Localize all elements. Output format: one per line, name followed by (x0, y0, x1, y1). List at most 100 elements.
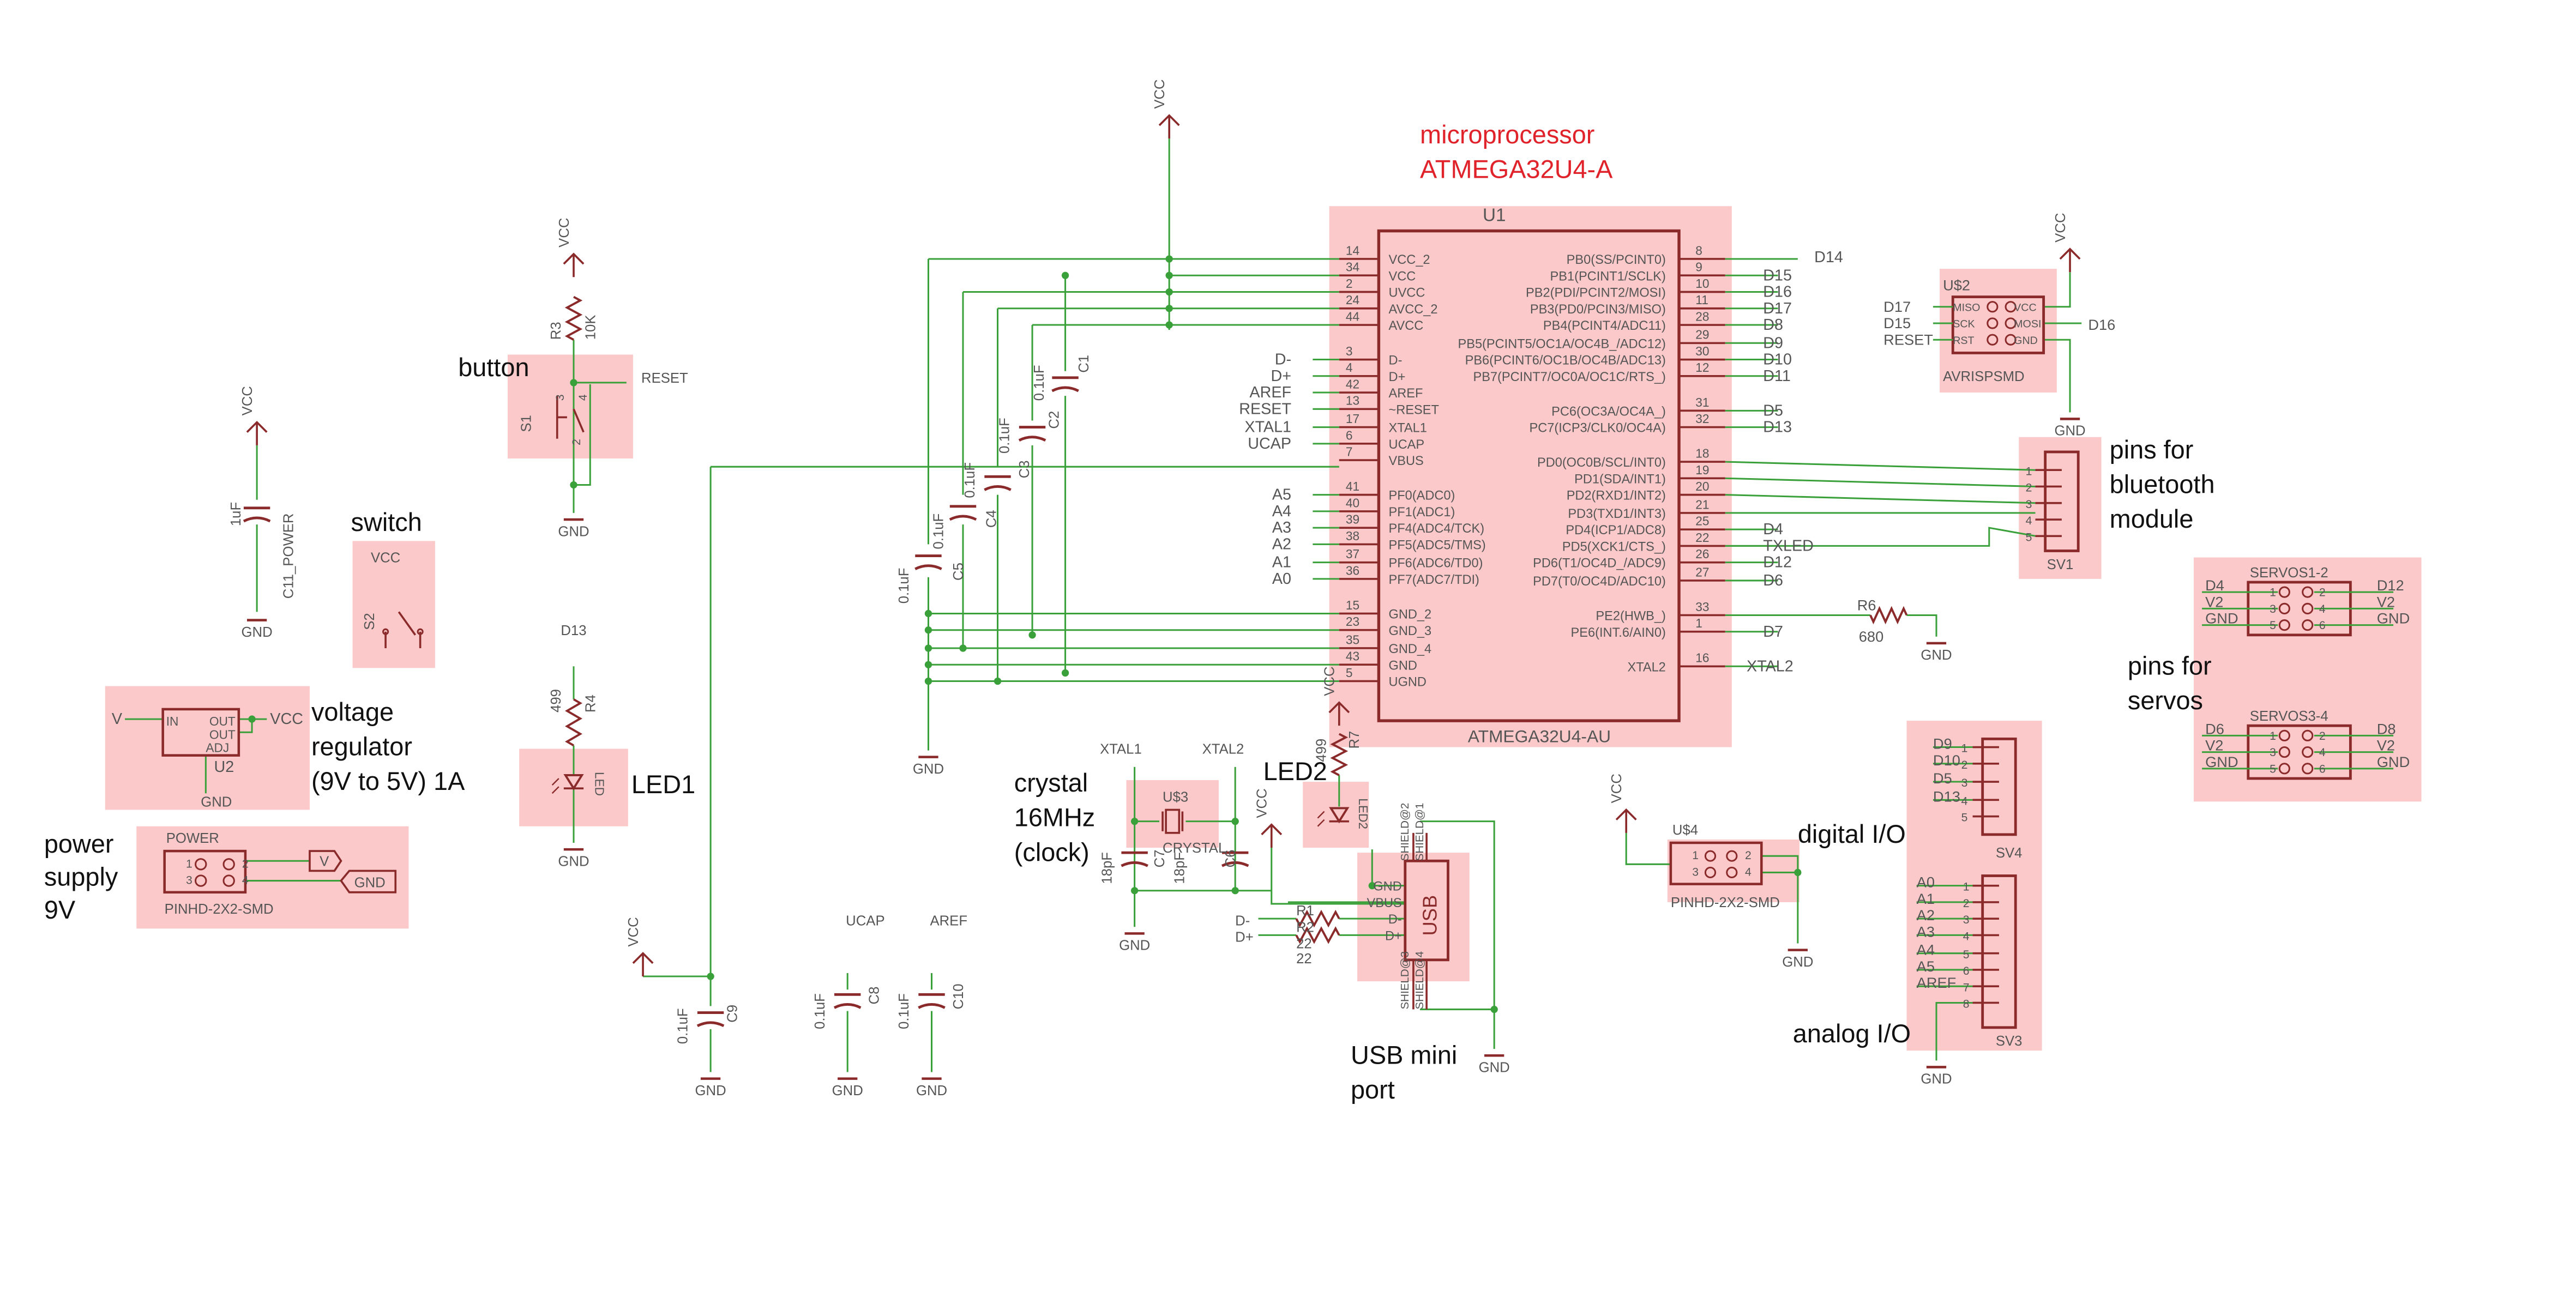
gnd-c8: GND (832, 1083, 863, 1098)
mcu-pin-name: PB4(PCINT4/ADC11) (1543, 318, 1666, 333)
sv3-label: SV3 (1996, 1034, 2023, 1049)
pin-circle (1704, 850, 1717, 862)
wires (125, 138, 2082, 1072)
vcc-label: VCC (1152, 79, 1167, 108)
c6-label: C6 (1223, 850, 1238, 868)
r6-value: 680 (1859, 628, 1883, 645)
pin-circle (1987, 301, 1999, 313)
mcu-pin-number: 39 (1346, 512, 1359, 527)
led1-symbol-label: LED (592, 772, 606, 796)
highlight-power-connector (136, 826, 409, 929)
sv3-pin-number: 5 (1963, 949, 1970, 961)
highlight-bluetooth-header (2019, 437, 2102, 579)
mcu-net-label: A0 (1272, 570, 1291, 588)
vcc-label: VCC (1322, 666, 1338, 696)
junction-dot (1165, 271, 1173, 279)
usb-shield-label: SHIELD@4 (1413, 951, 1426, 1010)
annotation-mcu-title: microprocessor (1420, 120, 1594, 149)
button-pin-label: 2 (570, 439, 583, 445)
c3-label: C3 (1017, 461, 1032, 479)
mcu-net-label: A4 (1272, 503, 1291, 520)
r3-label: R3 (549, 322, 564, 340)
mcu-pin-name: AVCC (1389, 318, 1424, 333)
c6-plate-bottom (1221, 861, 1249, 867)
usb-pin-name: GND (1373, 879, 1401, 893)
sv3-net-label: A1 (1917, 890, 1935, 907)
mcu-pin-name: PD5(XCK1/CTS_) (1562, 539, 1666, 553)
highlight-switch (352, 541, 435, 668)
servos34-net-label: V2 (2205, 737, 2223, 754)
mcu-pin-number: 23 (1346, 614, 1359, 629)
pin-circle (195, 858, 207, 871)
junction-dot (1165, 255, 1173, 263)
mcu-pin-name: GND_4 (1389, 642, 1432, 656)
pin-circle (2302, 586, 2314, 598)
c2-plate-bottom (1018, 436, 1046, 442)
sv3-pin-number: 6 (1963, 965, 1970, 977)
mcu-net-label: D14 (1814, 249, 1843, 266)
sv3-pin-number: 2 (1963, 897, 1970, 910)
labels: U1ATMEGA32U4-AU14VCC_234VCC2UVCC24AVCC_2… (112, 79, 2410, 1098)
r1-label: R1 (1296, 903, 1314, 919)
mcu-net-label: XTAL1 (1244, 419, 1291, 436)
sv1-label: SV1 (2047, 557, 2074, 572)
servos12-pin-number: 5 (2270, 619, 2276, 632)
mcu-pin-number: 42 (1346, 377, 1359, 391)
highlight-regions (105, 206, 2422, 1051)
pin-circle (222, 858, 235, 871)
mcu-pin-name: PB0(SS/PCINT0) (1567, 252, 1666, 267)
u4-pin-number: 4 (1745, 866, 1752, 878)
v-port-icon (309, 850, 342, 872)
wire (2043, 272, 2071, 308)
servos12-net-label: D12 (2377, 577, 2404, 594)
c11-value: 1uF (228, 502, 244, 526)
vcc-label: VCC (240, 386, 255, 415)
mcu-pin-number: 32 (1695, 412, 1709, 426)
mcu-pin-number: 29 (1695, 328, 1709, 342)
mcu-pin-name: PF5(ADC5/TMS) (1389, 538, 1486, 552)
mcu-pin-name: PD3(TXD1/INT3) (1568, 506, 1665, 521)
junction-dot (959, 644, 967, 652)
pin-circle (1987, 317, 1999, 329)
highlight-voltage-regulator (105, 686, 310, 810)
mcu-pin-number: 11 (1695, 293, 1708, 307)
mcu-net-label: UCAP (1248, 435, 1291, 452)
sv3-pin-number: 4 (1963, 930, 1970, 943)
annotation-text: supply (44, 863, 118, 891)
sv3-net-label: A5 (1917, 958, 1935, 975)
sv1-body (2044, 450, 2080, 552)
sv4-pin-number: 3 (1961, 777, 1968, 789)
wire (1725, 477, 2036, 488)
usb-pin-name: D- (1388, 912, 1402, 926)
u3-label: U$3 (1163, 789, 1188, 805)
u4-pin-number: 2 (1745, 849, 1752, 862)
junction-dot (924, 677, 932, 685)
sv1-pin-number: 5 (2026, 531, 2032, 544)
mcu-net-label: AREF (1249, 384, 1291, 401)
wire (1935, 1001, 1973, 1061)
c8-label: C8 (867, 987, 882, 1005)
mcu-pin-name: PD0(OC0B/SCL/INT0) (1537, 455, 1666, 469)
r3-resistor (564, 295, 583, 341)
mcu-pin-name: D+ (1389, 370, 1406, 384)
mcu-pin-name: GND_3 (1389, 624, 1432, 638)
mcu-pin-name: PB5(PCINT5/OC1A/OC4B_/ADC12) (1458, 336, 1666, 351)
c10-label: C10 (951, 983, 966, 1009)
mcu-pin-name: VBUS (1389, 454, 1424, 468)
sv3-pin-number: 7 (1963, 981, 1970, 994)
power-header-body (163, 849, 247, 894)
mcu-pin-name: UCAP (1389, 437, 1425, 451)
r7-value: 499 (1314, 739, 1329, 762)
gnd-sv3: GND (1921, 1072, 1952, 1087)
mcu-pin-number: 26 (1695, 547, 1709, 561)
servos12-ref-label: SERVOS1-2 (2250, 565, 2328, 581)
mcu-pin-number: 43 (1346, 649, 1359, 663)
junction-dot (1231, 817, 1239, 825)
highlight-mcu (1329, 206, 1732, 747)
junction-dot (1231, 887, 1239, 895)
sv4-pin-number: 5 (1961, 812, 1968, 824)
mcu-net-label: RESET (1239, 400, 1291, 418)
annotation-text: LED1 (631, 770, 695, 799)
gnd-mcu: GND (913, 762, 944, 777)
aref-label: AREF (930, 913, 967, 928)
